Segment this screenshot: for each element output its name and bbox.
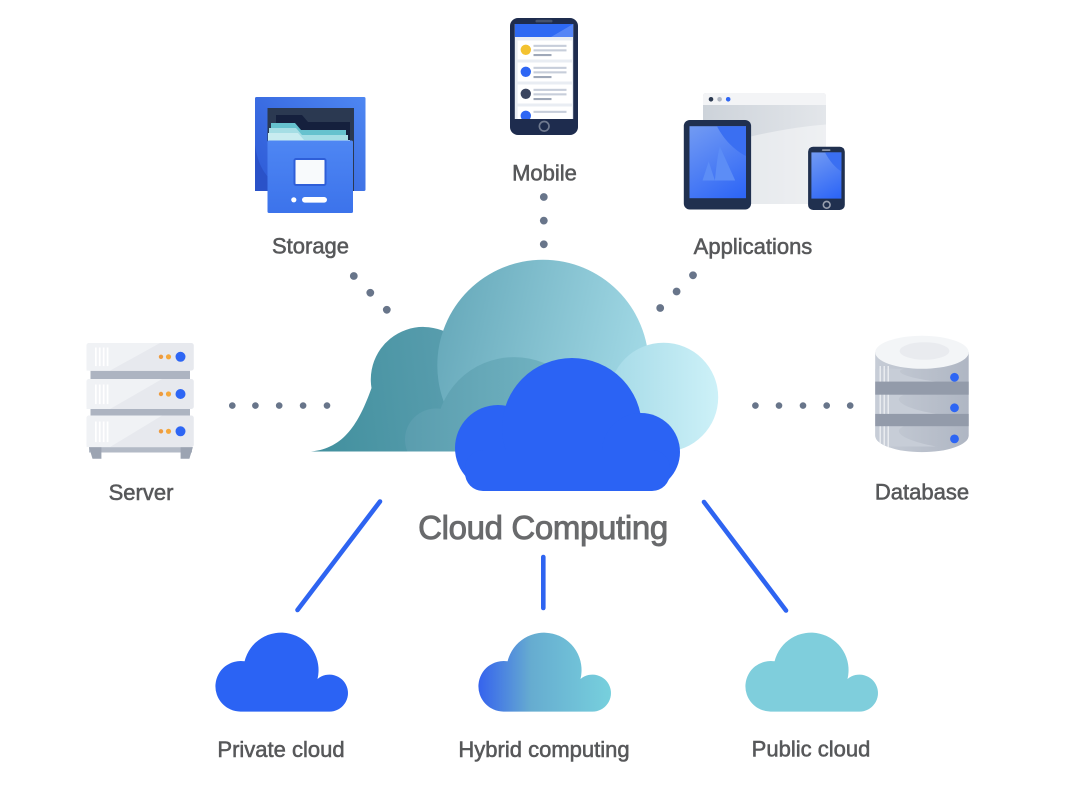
svg-text:Public cloud: Public cloud bbox=[752, 737, 871, 762]
svg-text:Mobile: Mobile bbox=[512, 161, 577, 186]
svg-text:Storage: Storage bbox=[272, 234, 349, 259]
svg-text:Private cloud: Private cloud bbox=[217, 737, 344, 762]
svg-text:Cloud Computing: Cloud Computing bbox=[418, 509, 668, 546]
svg-text:Hybrid computing: Hybrid computing bbox=[458, 737, 629, 762]
svg-text:Applications: Applications bbox=[694, 234, 813, 259]
svg-text:Server: Server bbox=[109, 480, 174, 505]
svg-text:Database: Database bbox=[875, 480, 969, 505]
